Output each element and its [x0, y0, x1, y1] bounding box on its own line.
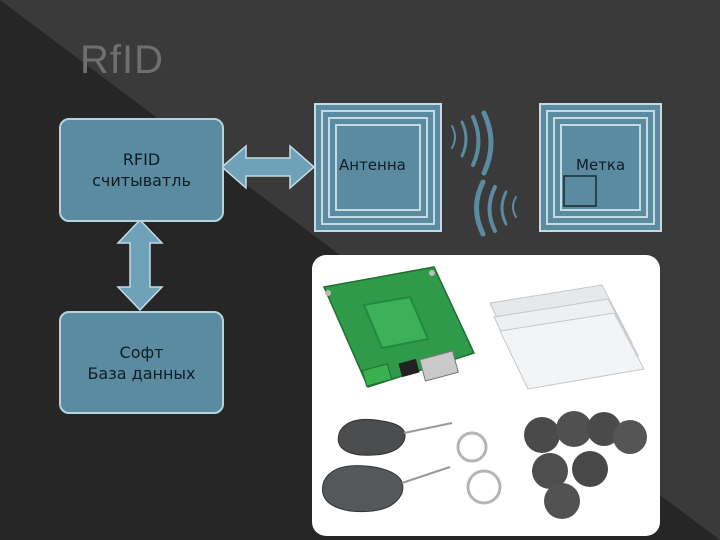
coin-tags-icon [524, 411, 647, 519]
blank-cards-icon [489, 284, 645, 390]
antenna-coil [314, 103, 442, 232]
tag-chip [563, 175, 597, 207]
antenna-label: Антенна [339, 156, 406, 174]
software-database-box: Софт База данных [59, 311, 224, 414]
rfid-reader-box: RFID считыватль [59, 118, 224, 222]
reader-label-line2: считыватль [92, 171, 191, 190]
keyfob-tags-icon [322, 418, 502, 513]
radio-waves-top-icon [451, 110, 494, 176]
slide-title: RfID [80, 38, 164, 82]
reader-software-arrow [116, 218, 164, 312]
tag-coil [539, 103, 662, 232]
tag-label: Метка [576, 156, 626, 174]
software-label-line1: Софт [119, 342, 164, 362]
radio-waves-bottom-icon [474, 179, 517, 237]
rfid-reader-board-icon [322, 266, 476, 388]
reader-label-line1: RFID [122, 150, 161, 169]
rfid-hardware-photo [312, 255, 660, 536]
software-label-line2: База данных [87, 363, 196, 383]
rfid-hardware-illustration [322, 266, 647, 519]
